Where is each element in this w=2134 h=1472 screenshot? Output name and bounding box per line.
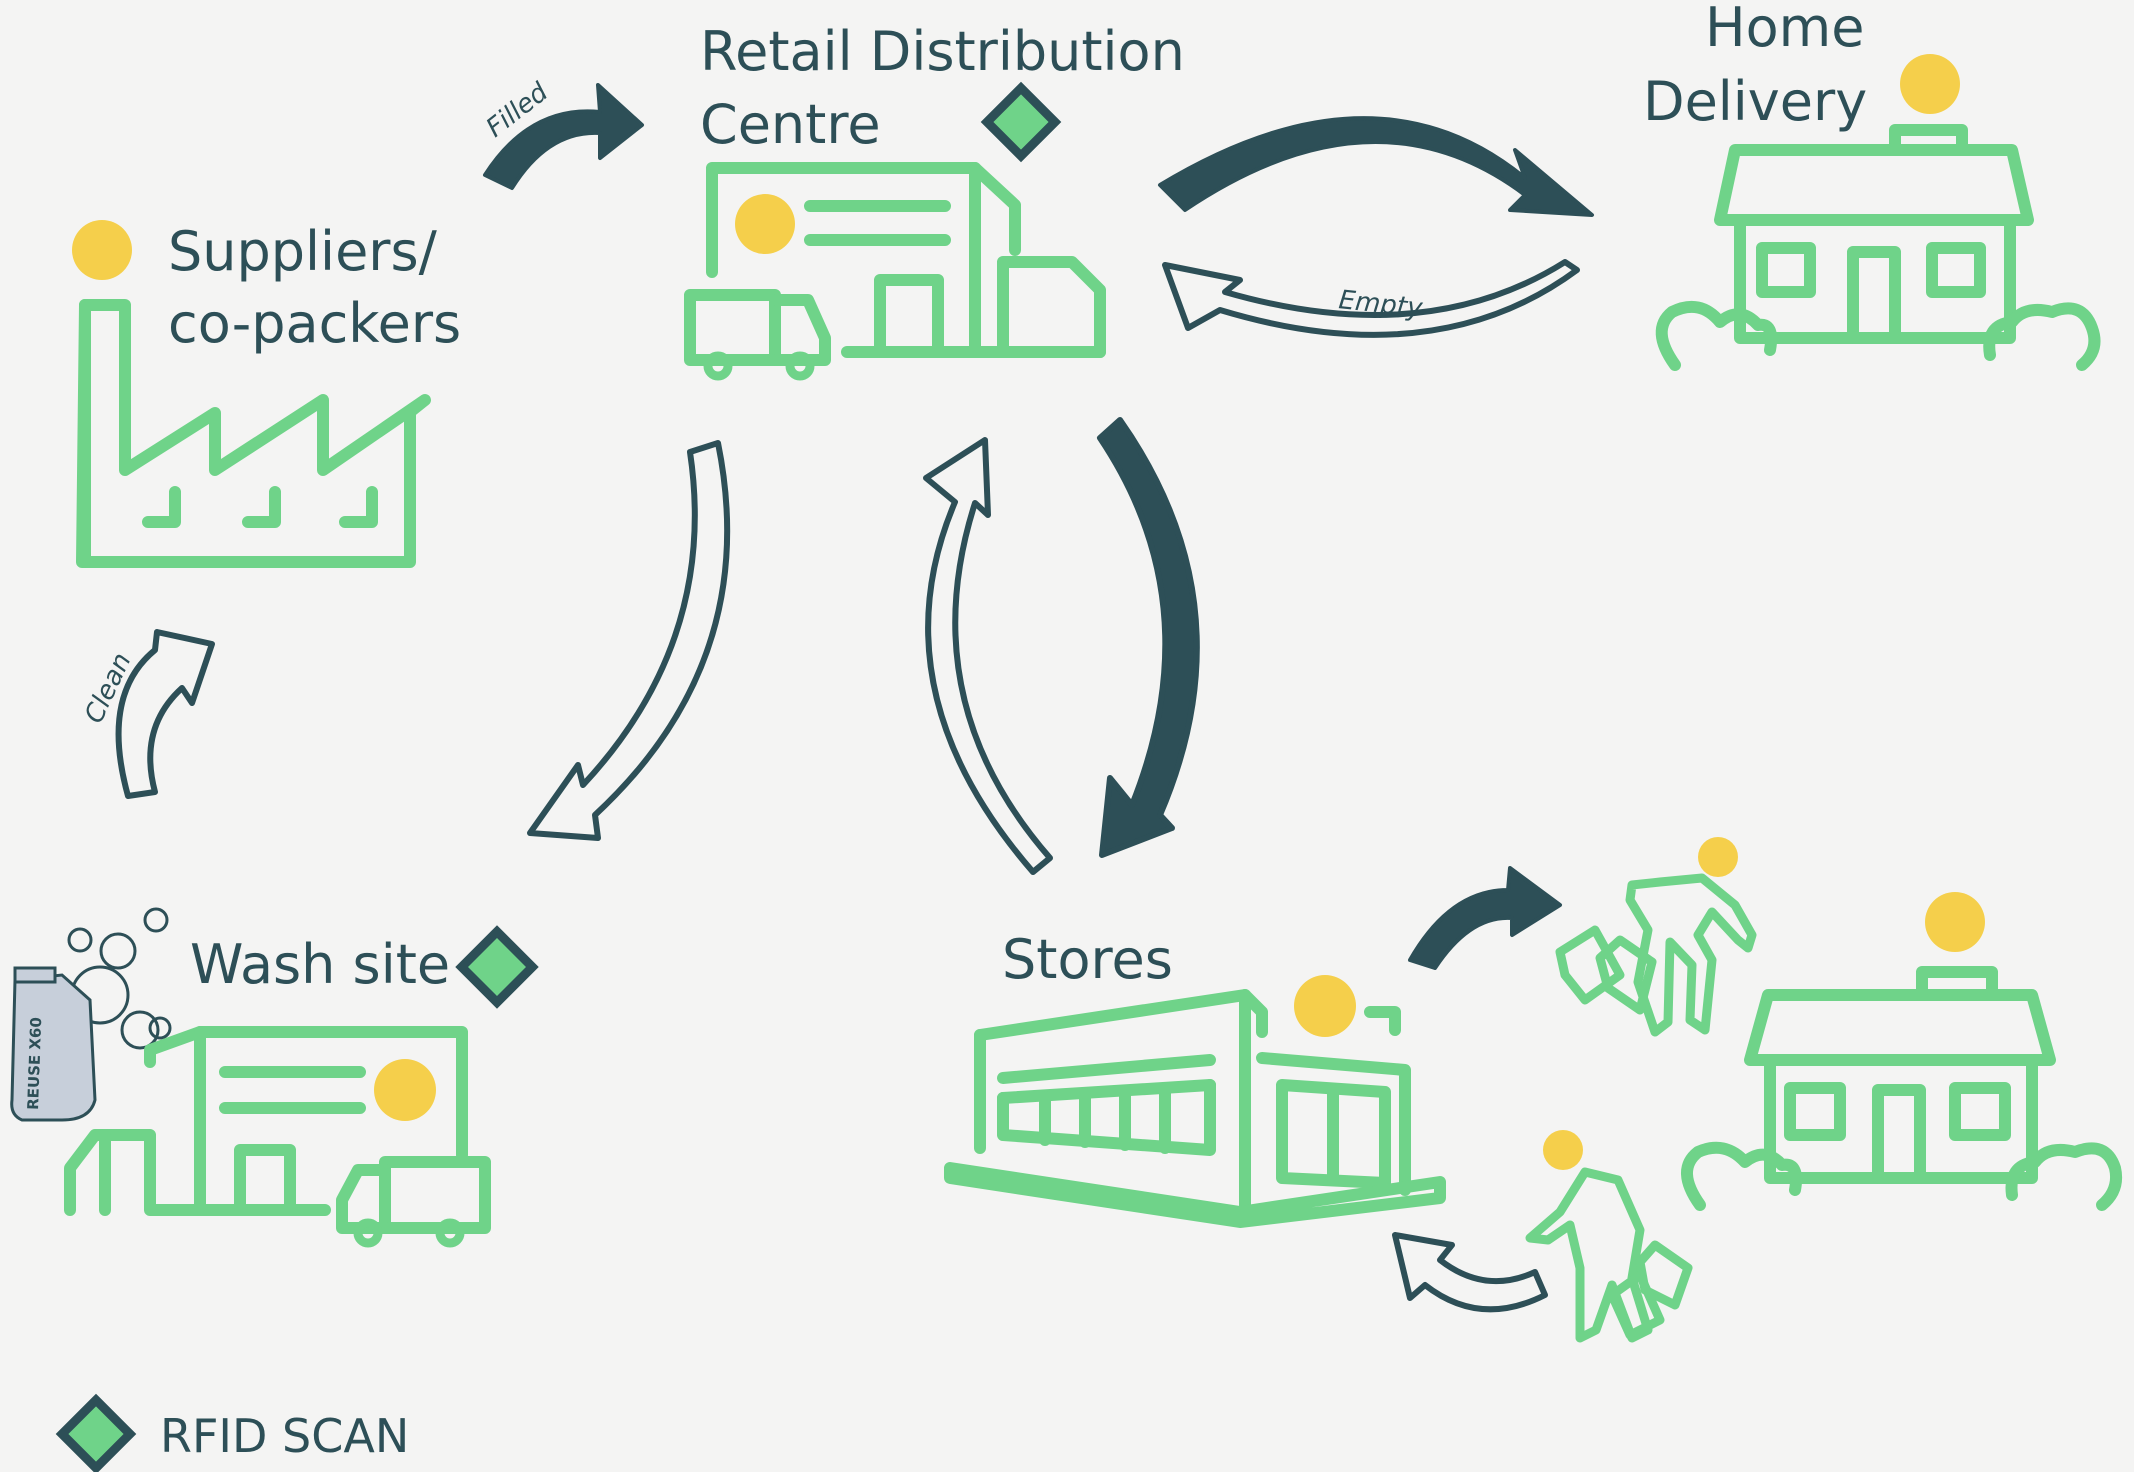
- wash-node: Wash site REUSE X60: [10, 907, 539, 1248]
- bottle-label: REUSE X60: [24, 1017, 45, 1110]
- wash-rfid-diamond-icon: [455, 925, 539, 1009]
- shopper-top-icon: [1555, 837, 1757, 1037]
- rdc-node: Retail Distribution Centre: [684, 20, 1185, 381]
- home-node: Home Delivery: [1643, 0, 2101, 371]
- house-stores-icon: [1681, 892, 2123, 1211]
- rdc-to-home-arrow-icon: [1158, 116, 1594, 217]
- legend: RFID SCAN: [55, 1393, 409, 1472]
- shoppers-to-stores-arrow-icon: [1392, 1232, 1548, 1313]
- clean-arrow-icon: Clean: [79, 629, 215, 799]
- store-icon: [944, 975, 1446, 1228]
- factory-icon: [76, 299, 431, 568]
- warehouse-icon: [684, 162, 1106, 381]
- suppliers-label-line1: Suppliers/: [168, 220, 438, 283]
- suppliers-label-line2: co-packers: [168, 292, 461, 355]
- empty-label: Empty: [1337, 285, 1424, 324]
- suppliers-node: Suppliers/ co-packers: [72, 220, 461, 568]
- rdc-to-stores-arrow-icon: [1097, 417, 1200, 858]
- stores-node: Stores: [944, 928, 1446, 1228]
- rdc-label-line1: Retail Distribution: [700, 20, 1185, 83]
- wash-facility-icon: [64, 1026, 491, 1248]
- legend-label: RFID SCAN: [160, 1409, 409, 1463]
- stores-to-shoppers-arrow-icon: [1408, 866, 1562, 970]
- home-to-rdc-arrow-icon: Empty: [1162, 259, 1580, 338]
- house-icon: [1655, 124, 2101, 371]
- wash-label: Wash site: [190, 933, 450, 996]
- legend-rfid-diamond-icon: [55, 1393, 137, 1472]
- shopper-bottom-icon: [1525, 1130, 1693, 1343]
- rfid-diamond-icon: [980, 81, 1062, 163]
- rdc-to-wash-arrow-icon: [527, 440, 731, 841]
- rdc-label-line2: Centre: [700, 93, 881, 156]
- suppliers-dot-icon: [72, 220, 132, 280]
- home-label-line1: Home: [1705, 0, 1864, 59]
- filled-arrow-icon: Filled: [481, 77, 644, 190]
- stores-label: Stores: [1002, 928, 1173, 991]
- home-dot-icon: [1900, 54, 1960, 114]
- stores-to-rdc-arrow-icon: [923, 437, 1053, 875]
- home-label-line2: Delivery: [1643, 70, 1867, 133]
- bottle-icon: REUSE X60: [10, 907, 172, 1122]
